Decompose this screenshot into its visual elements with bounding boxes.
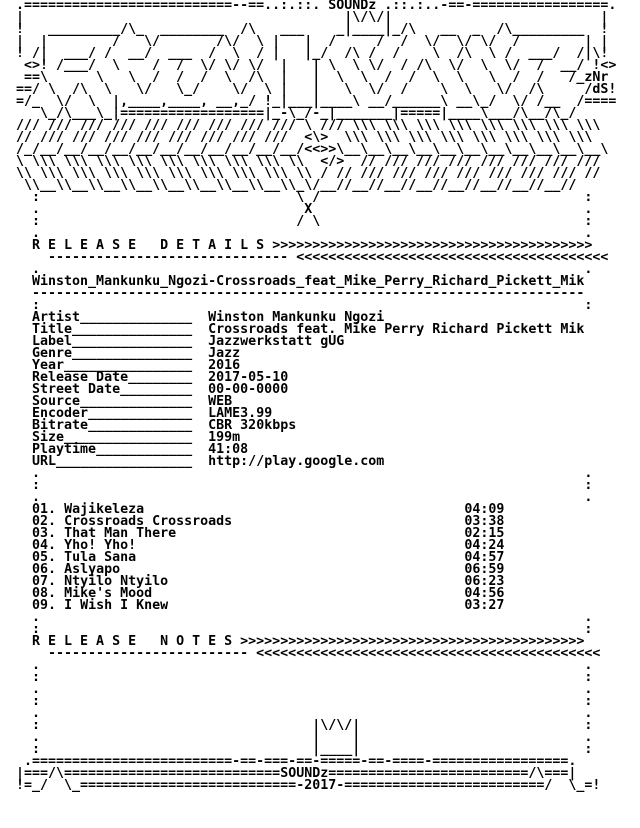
track-time: 06:59 bbox=[464, 562, 505, 577]
field-value-source: WEB bbox=[208, 394, 233, 409]
field-label-year: Year bbox=[32, 358, 65, 373]
track-num: 02. bbox=[32, 514, 57, 529]
footer-brand: SOUNDz bbox=[280, 766, 329, 781]
field-value-bitrate: CBR 320kbps bbox=[208, 418, 297, 433]
field-leader: _____________ bbox=[88, 418, 209, 433]
track-time: 02:15 bbox=[464, 526, 505, 541]
field-label-release-date: Release Date bbox=[32, 370, 129, 385]
track-time: 04:56 bbox=[464, 586, 505, 601]
field-label-title: Title bbox=[32, 322, 73, 337]
spacer: . . : : bbox=[32, 610, 593, 637]
field-label-url: URL bbox=[32, 454, 57, 469]
field-leader: _______________ bbox=[72, 322, 209, 337]
track-num: 01. bbox=[32, 502, 57, 517]
field-value-artist: Winston Mankunku Ngozi bbox=[208, 310, 385, 325]
field-label-encoder: Encoder bbox=[32, 406, 89, 421]
release-notes-heading: R E L E A S E N O T E S bbox=[32, 634, 233, 649]
field-label-street-date: Street Date bbox=[32, 382, 121, 397]
field-value-size: 199m bbox=[208, 430, 241, 445]
track-time: 06:23 bbox=[464, 574, 505, 589]
field-leader: ____________ bbox=[96, 442, 209, 457]
track-title: Yho! Yho! bbox=[64, 538, 137, 553]
field-label-bitrate: Bitrate bbox=[32, 418, 89, 433]
track-time: 03:27 bbox=[464, 598, 505, 613]
track-time: 04:57 bbox=[464, 550, 505, 565]
track-num: 07. bbox=[32, 574, 57, 589]
track-title: Aslyapo bbox=[64, 562, 121, 577]
field-leader: ________ bbox=[128, 370, 209, 385]
track-num: 09. bbox=[32, 598, 57, 613]
field-leader: _________ bbox=[120, 382, 209, 397]
field-label-label: Label bbox=[32, 334, 73, 349]
track-time: 03:38 bbox=[464, 514, 505, 529]
track-time: 04:09 bbox=[464, 502, 505, 517]
field-value-encoder: LAME3.99 bbox=[208, 406, 273, 421]
release-details-arrows: >>>>>>>>>>>>>>>>>>>>>>>>>>>>>>>>>>>>>>>>… bbox=[32, 238, 609, 277]
field-label-genre: Genre bbox=[32, 346, 73, 361]
field-leader: _______________ bbox=[72, 346, 209, 361]
field-label-source: Source bbox=[32, 394, 81, 409]
track-num: 05. bbox=[32, 550, 57, 565]
track-title: Wajikeleza bbox=[64, 502, 145, 517]
track-title: I Wish I Knew bbox=[64, 598, 169, 613]
footer-year: 2017 bbox=[304, 778, 337, 793]
track-num: 04. bbox=[32, 538, 57, 553]
track-title: That Man There bbox=[64, 526, 177, 541]
field-leader: ______________ bbox=[80, 394, 209, 409]
release-notes-arrows: >>>>>>>>>>>>>>>>>>>>>>>>>>>>>>>>>>>>>>>>… bbox=[16, 634, 601, 781]
field-value-release-date: 2017-05-10 bbox=[208, 370, 289, 385]
footer-border-bottom: -=========================/ \_=! bbox=[336, 778, 601, 793]
header-title: SOUNDz bbox=[328, 0, 377, 13]
field-value-label: Jazzwerkstatt gUG bbox=[208, 334, 345, 349]
release-name-divider: ----------------------------------------… bbox=[32, 286, 593, 313]
field-leader: _____________ bbox=[88, 406, 209, 421]
footer-border: =========================/\===| !=_/ \_=… bbox=[16, 766, 577, 793]
track-title: Tula Sana bbox=[64, 550, 137, 565]
field-value-street-date: 00-00-0000 bbox=[208, 382, 289, 397]
track-num: 06. bbox=[32, 562, 57, 577]
field-leader: ________________ bbox=[64, 430, 209, 445]
track-num: 08. bbox=[32, 586, 57, 601]
field-leader: ________________ bbox=[64, 358, 209, 373]
field-value-url[interactable]: http://play.google.com bbox=[208, 454, 385, 469]
track-title: Ntyilo Ntyilo bbox=[64, 574, 169, 589]
field-value-playtime: 41:08 bbox=[208, 442, 249, 457]
field-value-title: Crossroads feat. Mike Perry Richard Pick… bbox=[208, 322, 585, 337]
field-leader: _______________ bbox=[72, 334, 209, 349]
track-title: Crossroads Crossroads bbox=[64, 514, 233, 529]
field-value-genre: Jazz bbox=[208, 346, 241, 361]
spacer: . . : : . bbox=[32, 466, 593, 505]
field-label-playtime: Playtime bbox=[32, 442, 97, 457]
field-leader: _________________ bbox=[56, 454, 209, 469]
track-num: 03. bbox=[32, 526, 57, 541]
field-leader: ______________ bbox=[80, 310, 209, 325]
release-details-heading: R E L E A S E D E T A I L S bbox=[32, 238, 265, 253]
header-top-border: .==========================--==..:.::. bbox=[16, 0, 329, 13]
nfo-document: .==========================--==..:.::. S… bbox=[16, 0, 616, 792]
release-name: Winston_Mankunku_Ngozi-Crossroads_feat_M… bbox=[32, 274, 585, 289]
track-title: Mike's Mood bbox=[64, 586, 153, 601]
field-label-artist: Artist bbox=[32, 310, 81, 325]
header-top-border-right: .::.:..-==-=================. | |\/\/| |… bbox=[16, 0, 617, 241]
track-time: 04:24 bbox=[464, 538, 505, 553]
field-value-year: 2016 bbox=[208, 358, 241, 373]
field-label-size: Size bbox=[32, 430, 65, 445]
